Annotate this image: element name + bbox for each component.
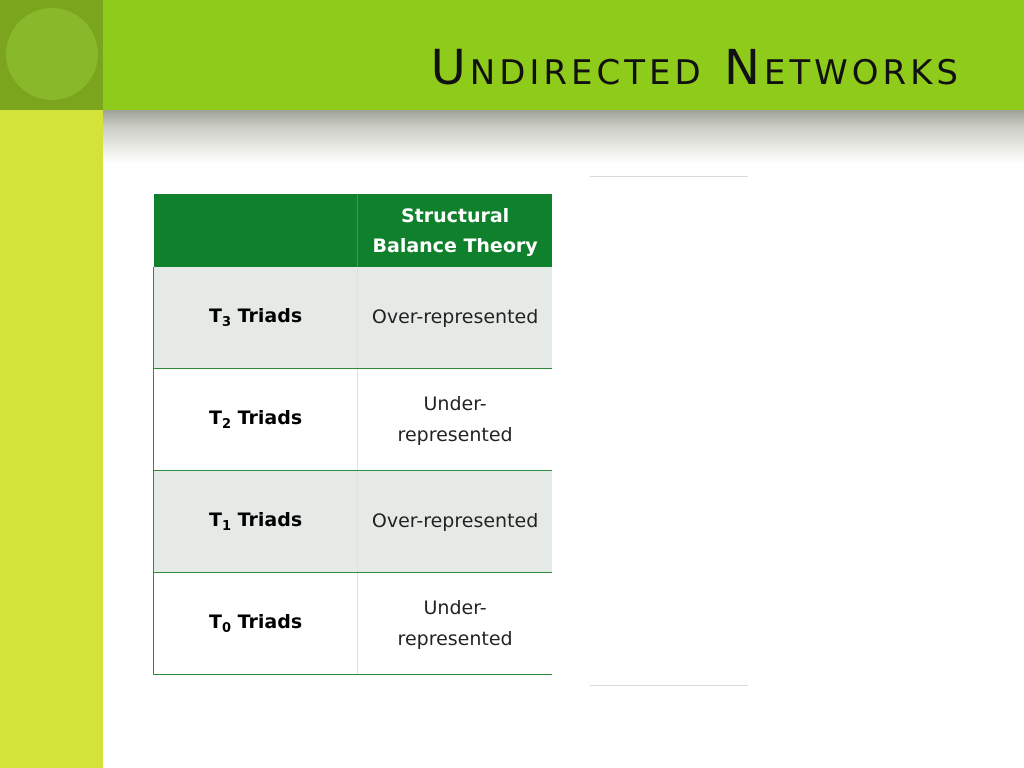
title-shadow-band	[103, 110, 1024, 164]
row-value-t1: Over-represented	[357, 470, 552, 573]
row-label-t2: T2 Triads	[152, 368, 359, 471]
corner-circle-decoration	[6, 8, 98, 100]
row-value-t2: Under-represented	[357, 368, 552, 471]
row-label-t1: T1 Triads	[152, 470, 359, 573]
row-value-t3: Over-represented	[357, 267, 552, 369]
row-label-t3: T3 Triads	[152, 267, 359, 369]
table-row: T3 Triads Over-represented	[152, 267, 552, 369]
table-header-structural-balance: Structural Balance Theory	[357, 194, 552, 267]
placeholder-bottom-line	[590, 685, 748, 686]
row-label-t0: T0 Triads	[152, 572, 359, 675]
table-row: T0 Triads Under-represented	[152, 572, 552, 675]
row-value-t0: Under-represented	[357, 572, 552, 675]
slide-title: Undirected Networks	[430, 40, 962, 96]
table-row: T2 Triads Under-represented	[152, 368, 552, 471]
table-header-empty	[153, 194, 359, 267]
triad-comparison-table: Structural Balance Theory T3 Triads Over…	[152, 194, 552, 675]
placeholder-top-line	[590, 176, 748, 177]
title-bar	[0, 0, 1024, 110]
table-row: T1 Triads Over-represented	[152, 470, 552, 573]
left-accent-bar	[0, 0, 103, 768]
table-header-row: Structural Balance Theory	[153, 194, 552, 267]
